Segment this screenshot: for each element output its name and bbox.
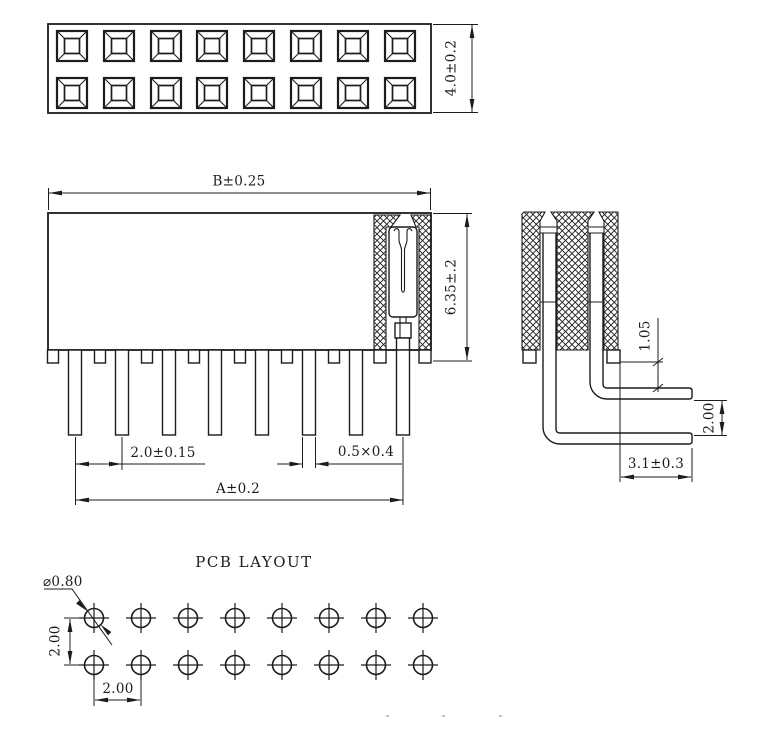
dim-hole-column-pitch: 2.00 <box>93 677 142 706</box>
dim-pin-pitch-label: 2.0±0.15 <box>130 445 195 461</box>
bent-pin-upper <box>589 233 693 400</box>
dim-top-height: 4.0±0.2 <box>433 24 478 113</box>
front-view-body <box>47 212 432 351</box>
scan-specks <box>386 715 502 717</box>
pcb-layout-title: PCB LAYOUT <box>195 553 312 571</box>
cut-stub-left <box>373 349 387 364</box>
side-stub-right <box>606 349 621 364</box>
dim-hole-diameter: ⌀0.80 <box>43 574 113 646</box>
pcb-layout: PCB LAYOUT ⌀0.80 2.00 2.00 <box>43 553 439 706</box>
contact-edges <box>540 226 604 303</box>
side-stub-left <box>522 349 537 364</box>
dim-pin-size-label: 0.5×0.4 <box>338 444 394 460</box>
dim-row-spacing-label: 2.00 <box>702 402 718 433</box>
dim-pin-span: A±0.2 <box>76 437 404 505</box>
cut-stub-right <box>418 349 432 364</box>
front-view: B±0.25 6.35±.2 2.0±0.15 0.5×0.4 A±0.2 <box>46 174 472 505</box>
dim-front-width-label: B±0.25 <box>212 174 265 190</box>
dim-front-height: 6.35±.2 <box>433 213 472 362</box>
dim-hole-column-pitch-label: 2.00 <box>102 681 133 697</box>
bent-pin-lower <box>542 233 693 445</box>
dim-pin-size: 0.5×0.4 <box>277 437 402 468</box>
dim-pin-offset-label: 1.05 <box>638 320 654 351</box>
dim-front-height-label: 6.35±.2 <box>444 259 460 315</box>
side-wall-left <box>521 211 546 351</box>
hole-grid <box>78 602 439 681</box>
dim-hole-diameter-label: ⌀0.80 <box>43 574 83 590</box>
dim-pin-span-label: A±0.2 <box>215 481 260 497</box>
dim-front-width: B±0.25 <box>48 174 431 210</box>
dim-row-spacing: 2.00 <box>694 400 727 436</box>
dim-pin-pitch: 2.0±0.15 <box>75 437 205 505</box>
side-view: 1.05 2.00 3.1±0.3 <box>521 211 727 482</box>
dim-hole-row-pitch-label: 2.00 <box>48 625 64 656</box>
dim-tail-length: 3.1±0.3 <box>619 363 693 482</box>
dim-tail-length-label: 3.1±0.3 <box>628 456 684 472</box>
dim-hole-row-pitch: 2.00 <box>48 617 87 666</box>
section-cutaway <box>373 214 432 364</box>
side-wall-center <box>549 211 596 351</box>
dim-top-height-label: 4.0±0.2 <box>444 40 460 96</box>
front-pins <box>46 349 411 436</box>
female-contact <box>388 226 418 351</box>
top-view: 4.0±0.2 <box>47 23 478 114</box>
dim-pin-offset: 1.05 <box>620 318 664 393</box>
